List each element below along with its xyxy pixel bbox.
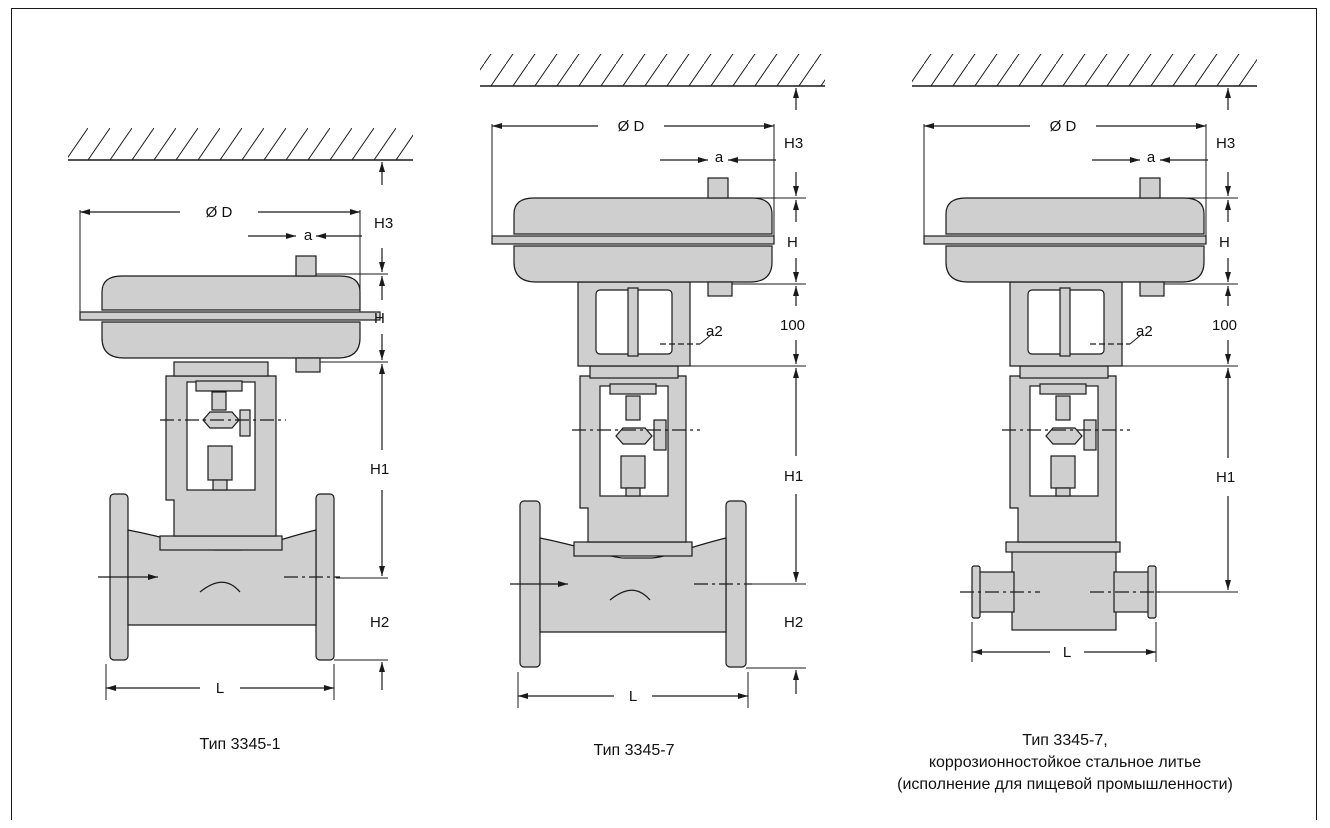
caption-food-line1: Тип 3345-7, xyxy=(1022,732,1108,749)
valve-3345-7-labels: Ø D a H3 H 100 a2 H1 H2 L xyxy=(618,118,805,705)
signal-port xyxy=(707,177,729,199)
bonnet-plate xyxy=(573,541,693,557)
label-100: 100 xyxy=(1212,317,1237,334)
label-diameter: Ø D xyxy=(618,118,645,135)
label-h3: H3 xyxy=(784,135,803,152)
label-a: a xyxy=(304,227,313,244)
label-100: 100 xyxy=(780,317,805,334)
label-l: L xyxy=(1063,644,1071,661)
signal-port xyxy=(295,255,317,277)
label-h: H xyxy=(787,234,798,251)
label-a: a xyxy=(715,149,724,166)
valve-3345-7-food xyxy=(912,54,1257,662)
label-a2: a2 xyxy=(1136,323,1153,340)
label-l: L xyxy=(216,680,224,697)
diaphragm-flange xyxy=(491,235,775,245)
label-h2: H2 xyxy=(784,614,803,631)
label-h1: H1 xyxy=(370,461,389,478)
label-h1: H1 xyxy=(1216,469,1235,486)
caption-3345-7: Тип 3345-7 xyxy=(593,742,675,759)
diaphragm-upper xyxy=(101,275,361,311)
caption-3345-1: Тип 3345-1 xyxy=(199,736,281,753)
label-diameter: Ø D xyxy=(1050,118,1077,135)
ceiling-hatch xyxy=(480,54,825,86)
label-h1: H1 xyxy=(784,468,803,485)
caption-food-line3: (исполнение для пищевой промышленности) xyxy=(897,776,1233,793)
diaphragm-lower xyxy=(101,321,361,359)
valve-3345-1-labels: Ø D a H3 H H1 H2 L xyxy=(206,204,394,697)
label-a2: a2 xyxy=(706,323,723,340)
diaphragm-flange xyxy=(923,235,1207,245)
diaphragm-lower xyxy=(513,245,773,283)
label-h: H xyxy=(374,310,385,327)
ceiling-hatch xyxy=(68,128,413,160)
bonnet-plate xyxy=(1005,541,1121,553)
diaphragm-flange xyxy=(79,311,381,321)
label-h: H xyxy=(1219,234,1230,251)
diaphragm-upper xyxy=(513,197,773,235)
valve-body xyxy=(1011,547,1117,631)
valve-3345-7-food-labels: Ø D a H3 H 100 a2 H1 L xyxy=(1050,118,1237,661)
label-h2: H2 xyxy=(370,614,389,631)
diaphragm-lower xyxy=(945,245,1205,283)
stem-coupling xyxy=(1045,427,1083,445)
label-l: L xyxy=(629,688,637,705)
ceiling-hatch xyxy=(912,54,1257,86)
valve-3345-7 xyxy=(480,54,825,708)
signal-port xyxy=(1139,177,1161,199)
drawing-frame xyxy=(11,8,1317,820)
label-diameter: Ø D xyxy=(206,204,233,221)
caption-food-line2: коррозионностойкое стальное литье xyxy=(928,754,1202,771)
label-h3: H3 xyxy=(1216,135,1235,152)
label-a: a xyxy=(1147,149,1156,166)
caption-3345-7-food: Тип 3345-7, коррозионностойкое стальное … xyxy=(830,730,1300,796)
stem-coupling xyxy=(615,427,653,445)
diaphragm-upper xyxy=(945,197,1205,235)
bonnet-plate xyxy=(159,535,283,551)
label-h3: H3 xyxy=(374,215,393,232)
valve-3345-1 xyxy=(68,128,413,700)
